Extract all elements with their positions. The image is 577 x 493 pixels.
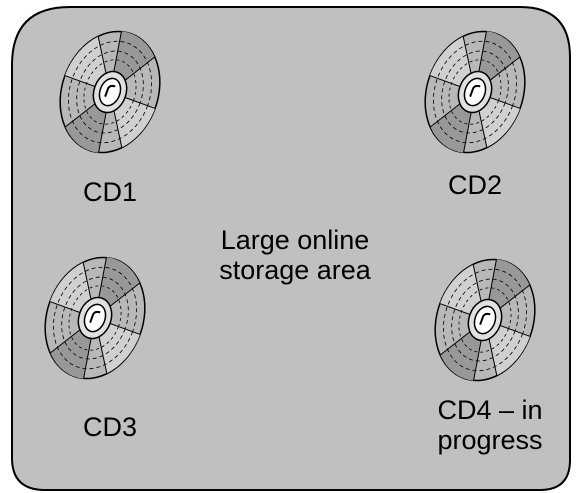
storage-area-label-line2: storage area bbox=[219, 255, 371, 285]
cd1-label-text: CD1 bbox=[82, 177, 137, 207]
cd2-label-text: CD2 bbox=[447, 170, 502, 200]
cd4-label-line2: progress bbox=[437, 425, 543, 455]
storage-area-label: Large online storage area bbox=[195, 225, 395, 285]
cd3-label-text: CD3 bbox=[82, 412, 137, 442]
cd4-label-line1: CD4 – in bbox=[437, 395, 543, 425]
storage-area-label-line1: Large online bbox=[220, 225, 370, 255]
cd2-label: CD2 bbox=[425, 170, 525, 200]
cd1-label: CD1 bbox=[60, 177, 160, 207]
cd4-label: CD4 – in progress bbox=[420, 395, 560, 455]
cd3-label: CD3 bbox=[60, 412, 160, 442]
